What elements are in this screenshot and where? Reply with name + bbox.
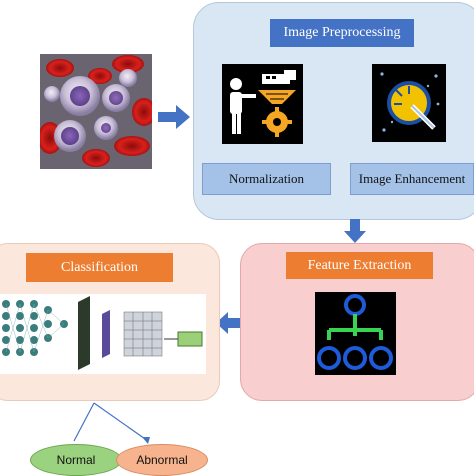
feature-extraction-title: Feature Extraction [286, 252, 433, 279]
arrow-right-icon [158, 105, 190, 129]
image-enhancement-step-label: Image Enhancement [350, 163, 474, 195]
image-preprocessing-title: Image Preprocessing [270, 19, 414, 47]
normalization-step-label: Normalization [202, 163, 331, 195]
classification-title: Classification [26, 253, 173, 282]
cnn-architecture-diagram [0, 294, 206, 374]
hierarchy-icon [315, 292, 396, 375]
arrow-down-icon [344, 219, 366, 243]
abnormal-output: Abnormal [116, 444, 208, 476]
normalization-icon [222, 64, 303, 144]
output-branch-lines [73, 402, 150, 444]
arrow-left-icon [216, 312, 240, 334]
image-enhancement-icon [372, 64, 446, 142]
normal-output: Normal [30, 444, 122, 476]
blood-cell-image [38, 54, 156, 169]
